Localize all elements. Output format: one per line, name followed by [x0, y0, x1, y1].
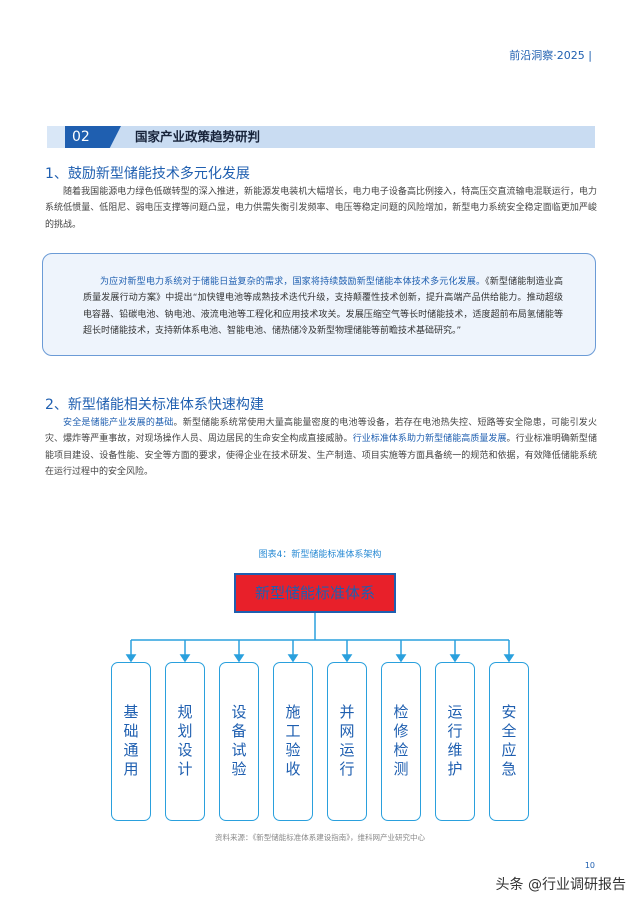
connector-arrow — [503, 654, 515, 663]
category-box: 施工验收 — [273, 662, 313, 821]
callout-text: 为应对新型电力系统对于储能日益复杂的需求，国家将持续鼓励新型储能本体技术多元化发… — [83, 274, 563, 340]
category-box: 运行维护 — [435, 662, 475, 821]
watermark: 头条 @行业调研报告 — [495, 877, 626, 893]
category-label: 设备试验 — [229, 703, 248, 780]
paragraph-1: 随着我国能源电力绿色低碳转型的深入推进，新能源发电装机大幅增长，电力电子设备高比… — [45, 187, 597, 230]
header-brand: 前沿洞察·2025 | — [509, 49, 592, 62]
paragraph-2: 安全是储能产业发展的基础。新型储能系统常使用大量高能量密度的电池等设备，若存在电… — [45, 415, 597, 481]
category-label: 检修检测 — [391, 703, 410, 780]
category-box: 安全应急 — [489, 662, 529, 821]
callout-highlight: 为应对新型电力系统对于储能日益复杂的需求，国家将持续鼓励新型储能本体技术多元化发… — [100, 277, 486, 287]
category-box: 检修检测 — [381, 662, 421, 821]
paragraph-2-lead: 安全是储能产业发展的基础 — [63, 418, 174, 428]
callout-body: 《新型储能制造业高质量发展行动方案》中提出“加快锂电池等成熟技术迭代升级，支持颠… — [83, 277, 563, 337]
paragraph-2-part1: 。新型储能系统常使用大量高能量密度的电池等设备，若存在电池热失控、短路等安全隐患… — [45, 418, 597, 445]
subheading-2: 2、新型储能相关标准体系快速构建 — [45, 397, 264, 413]
category-box: 并网运行 — [327, 662, 367, 821]
policy-callout: 为应对新型电力系统对于储能日益复杂的需求，国家将持续鼓励新型储能本体技术多元化发… — [42, 253, 596, 356]
section-title: 国家产业政策趋势研判 — [109, 126, 595, 148]
page-number: 10 — [584, 861, 595, 870]
connector-arrow — [449, 654, 461, 663]
figure-title: 图表4：新型储能标准体系架构 — [258, 550, 382, 560]
section-header: 国家产业政策趋势研判 02 — [47, 126, 595, 148]
category-label: 基础通用 — [121, 703, 140, 780]
connector-arrow — [125, 654, 137, 663]
category-box: 规划设计 — [165, 662, 205, 821]
section-number: 02 — [65, 126, 121, 148]
paragraph-2-highlight: 行业标准体系助力新型储能高质量发展 — [352, 434, 507, 445]
paragraph-2-part2: 。行业标准明确新型储能项目建设、设备性能、安全等方面的要求，使得企业在技术研发、… — [45, 434, 597, 478]
category-label: 并网运行 — [337, 703, 356, 780]
standard-system-root: 新型储能标准体系 — [234, 573, 396, 613]
category-box: 基础通用 — [111, 662, 151, 821]
connector-arrow — [395, 654, 407, 663]
connector-arrow — [179, 654, 191, 663]
category-label: 施工验收 — [283, 703, 302, 780]
connector-arrow — [341, 654, 353, 663]
category-label: 运行维护 — [445, 703, 464, 780]
connector-arrow — [287, 654, 299, 663]
category-box: 设备试验 — [219, 662, 259, 821]
subheading-1: 1、鼓励新型储能技术多元化发展 — [45, 166, 250, 182]
figure-source: 资料来源：《新型储能标准体系建设指南》，维科网产业研究中心 — [215, 833, 425, 842]
category-label: 安全应急 — [499, 703, 518, 780]
connector-arrow — [233, 654, 245, 663]
category-label: 规划设计 — [175, 703, 194, 780]
